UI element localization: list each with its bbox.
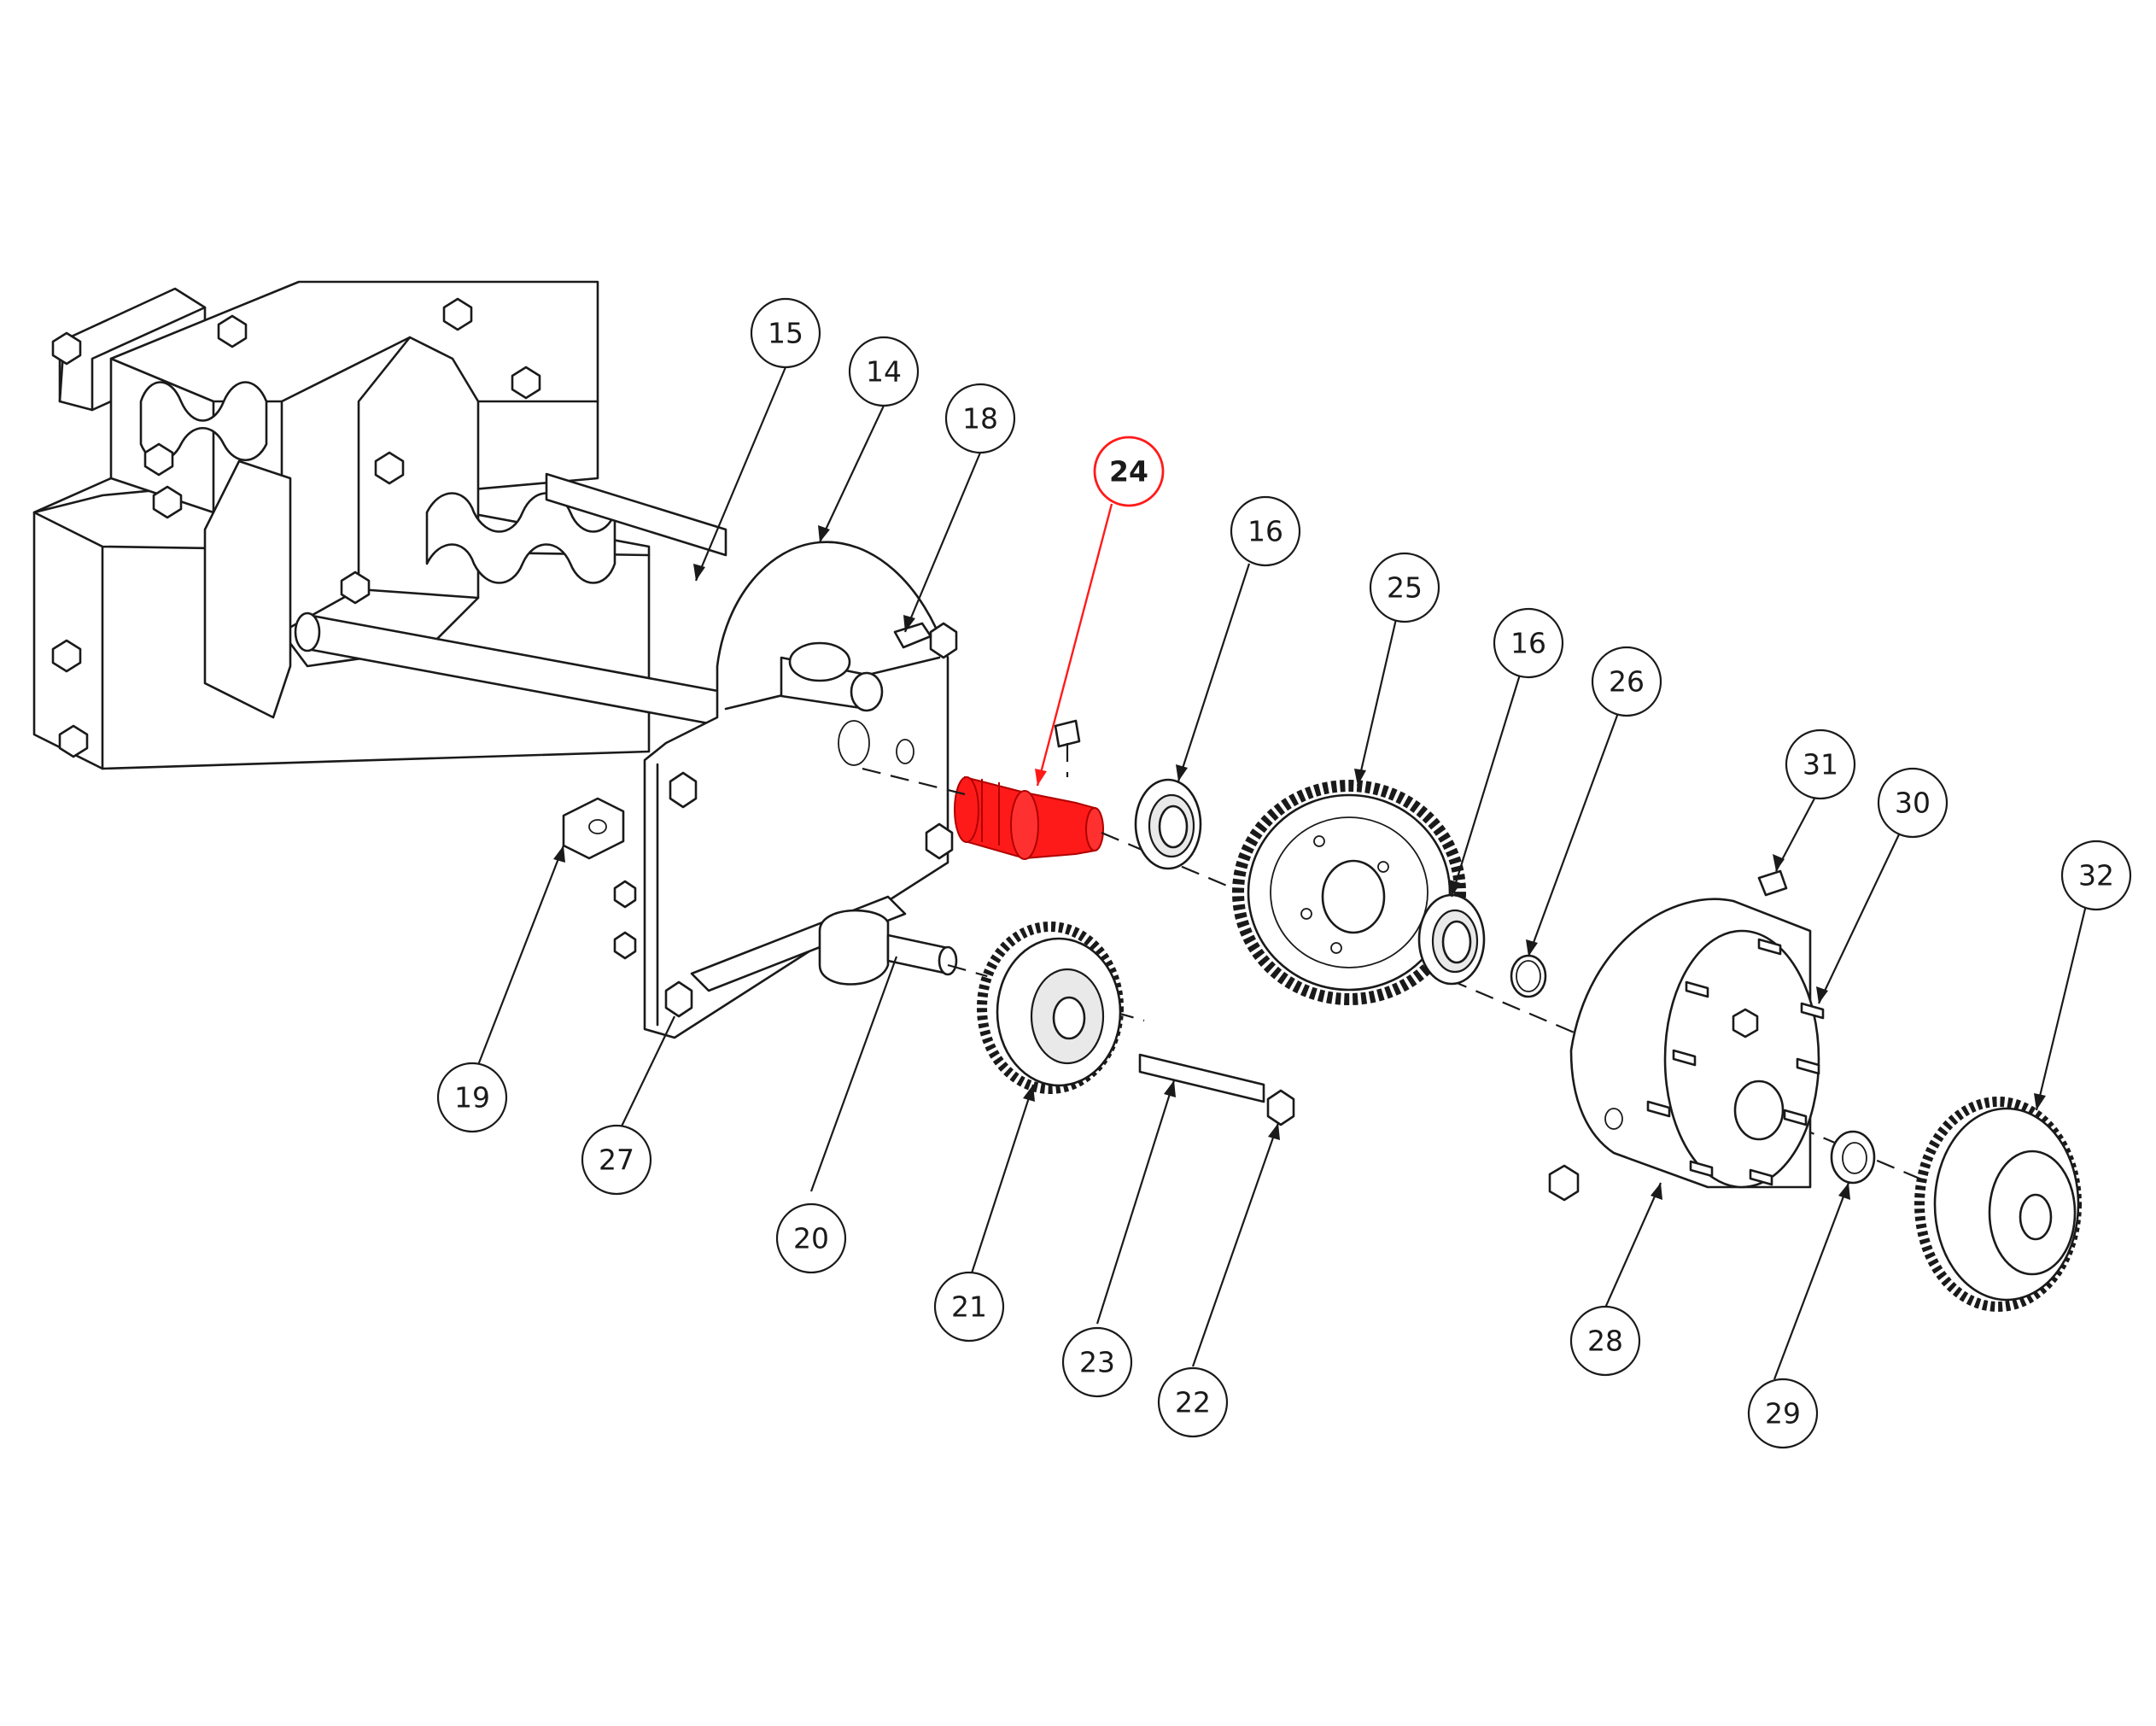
highlighted-part-24[interactable] — [954, 775, 1104, 860]
nut-31 — [1757, 869, 1788, 897]
callout-30[interactable]: 30 — [1877, 767, 1949, 839]
callout-label: 21 — [951, 1290, 987, 1324]
callout-label: 18 — [962, 402, 998, 436]
callout-19[interactable]: 19 — [436, 1062, 508, 1133]
bolt-22 — [1266, 1089, 1295, 1126]
callout-26[interactable]: 26 — [1591, 646, 1662, 717]
screws-30 — [1646, 938, 1825, 1186]
pulley-32 — [1914, 1097, 2082, 1312]
callout-24-highlighted[interactable]: 24 — [1093, 436, 1165, 507]
callout-27[interactable]: 27 — [581, 1124, 652, 1196]
callout-label: 30 — [1895, 787, 1931, 820]
callout-15[interactable]: 15 — [750, 297, 821, 369]
callout-label: 14 — [866, 355, 902, 389]
callout-14[interactable]: 14 — [848, 336, 920, 407]
callout-label: 24 — [1109, 455, 1148, 489]
callout-label: 19 — [454, 1081, 490, 1115]
callout-label: 31 — [1803, 748, 1838, 781]
callout-label: 27 — [599, 1144, 634, 1177]
circlip-26 — [1510, 954, 1547, 998]
callout-28[interactable]: 28 — [1569, 1305, 1641, 1377]
washer-29 — [1830, 1130, 1876, 1185]
leader-24 — [1036, 503, 1113, 787]
key-pin — [1054, 719, 1081, 748]
callout-label: 20 — [793, 1222, 829, 1255]
side-plate — [613, 541, 958, 1039]
callout-23[interactable]: 23 — [1061, 1326, 1133, 1398]
pin-23 — [1138, 1053, 1265, 1103]
callout-29[interactable]: 29 — [1747, 1378, 1819, 1449]
stub-shaft-20 — [818, 909, 958, 986]
block-part-19 — [562, 797, 625, 860]
callout-label: 16 — [1510, 627, 1546, 660]
bearing-16b — [1417, 893, 1486, 986]
callout-20[interactable]: 20 — [775, 1202, 847, 1274]
callout-label: 23 — [1079, 1346, 1115, 1379]
housing-28 — [1569, 898, 1825, 1189]
callout-label: 22 — [1175, 1386, 1211, 1419]
bearing-16a — [1134, 778, 1202, 870]
callout-label: 32 — [2078, 859, 2114, 892]
callout-31[interactable]: 31 — [1785, 728, 1856, 800]
callout-18[interactable]: 18 — [944, 383, 1016, 454]
callout-label: 16 — [1247, 515, 1283, 548]
pulley-21 — [977, 922, 1124, 1094]
callout-25[interactable]: 25 — [1369, 552, 1440, 623]
callout-21[interactable]: 21 — [933, 1271, 1005, 1343]
callout-16b[interactable]: 16 — [1493, 607, 1564, 679]
gear-25 — [1232, 780, 1466, 1005]
motor-frame-assembly — [32, 280, 770, 770]
callout-label: 28 — [1587, 1325, 1623, 1358]
callout-22[interactable]: 22 — [1157, 1366, 1229, 1438]
leader-arrowheads — [553, 525, 2046, 1200]
callout-label: 29 — [1765, 1397, 1801, 1431]
callout-32[interactable]: 32 — [2060, 840, 2132, 911]
frame-bolts — [51, 297, 541, 758]
lower-nut — [1548, 1164, 1580, 1202]
callout-label: 15 — [768, 317, 803, 350]
callout-16a[interactable]: 16 — [1230, 495, 1301, 567]
leader-lines — [470, 366, 2088, 1380]
callout-label: 25 — [1387, 571, 1423, 605]
callout-label: 26 — [1609, 665, 1645, 699]
